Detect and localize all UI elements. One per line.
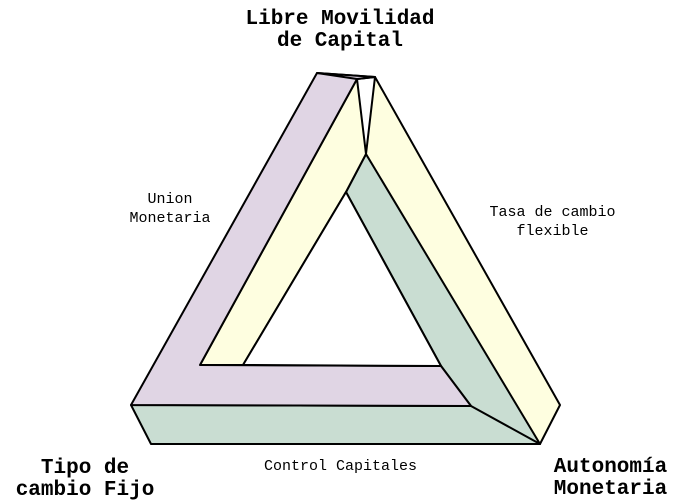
side-label-bottom-text: Control Capitales [263,458,418,475]
corner-label-left-line1: Tipo de [40,457,130,480]
side-label-right: Tasa de cambio flexible [460,203,645,241]
side-label-left: Union Monetaria [95,190,245,228]
inner-triangle [242,191,442,367]
side-label-left-line1: Union [147,191,193,208]
side-label-right-line1: Tasa de cambio [489,204,616,221]
corner-label-left: Tipo de cambio Fijo [0,458,170,502]
side-label-right-line2: flexible [516,223,589,240]
corner-label-left-line2: cambio Fijo [15,479,155,502]
side-label-left-line2: Monetaria [129,210,211,227]
right-bar-face [365,76,561,445]
corner-label-top-line2: de Capital [276,30,404,53]
corner-label-top: Libre Movilidad de Capital [210,9,470,53]
corner-label-right-line2: Monetaria [553,478,668,501]
corner-label-top-line1: Libre Movilidad [245,8,435,31]
corner-label-right-line1: Autonomía [553,456,668,479]
side-label-bottom: Control Capitales [228,457,453,476]
corner-label-right: Autonomía Monetaria [540,457,681,501]
top-bevel [316,72,376,80]
